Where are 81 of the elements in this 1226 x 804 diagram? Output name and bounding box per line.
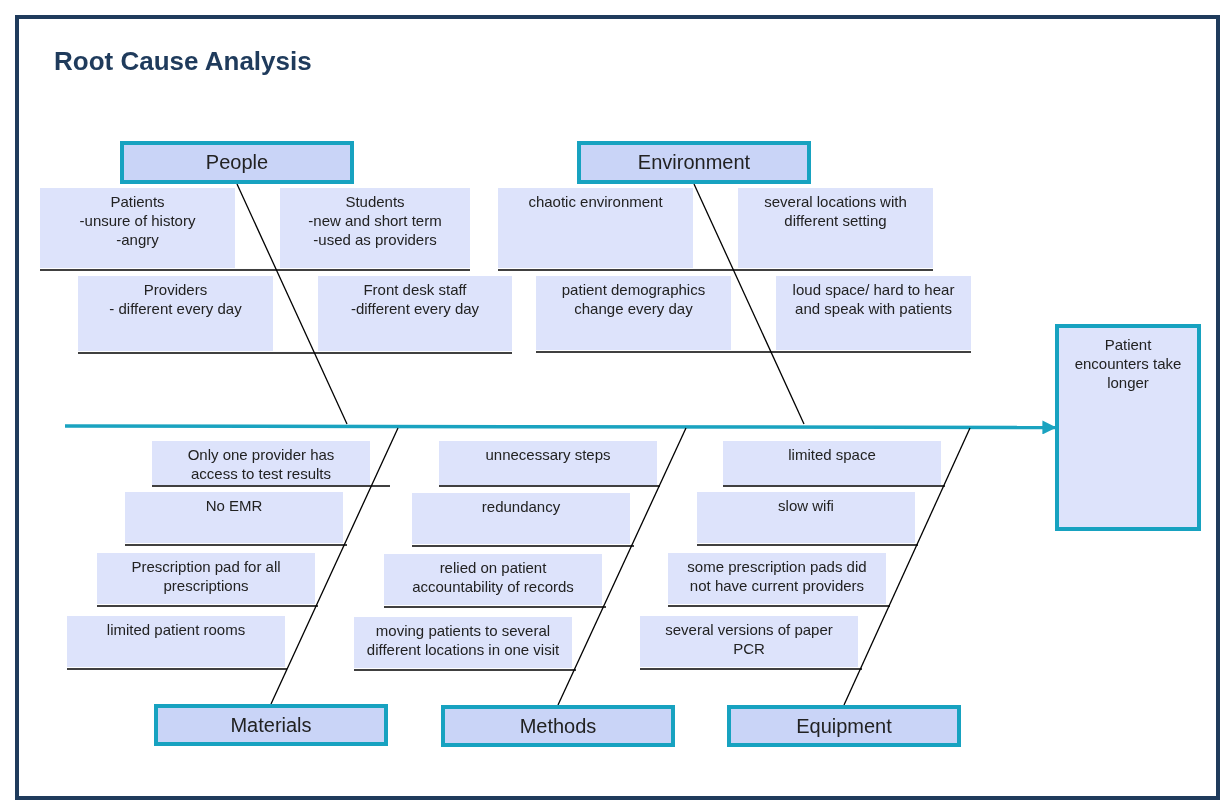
category-label: Methods: [519, 714, 597, 738]
cause-text: several locations with different setting: [763, 193, 908, 231]
cause-text: redundancy: [481, 498, 561, 517]
cause-box: [97, 553, 315, 604]
cause-text: -different every day: [350, 299, 480, 319]
category-label: People: [205, 151, 269, 174]
category-box: [577, 141, 811, 184]
cause-box: [776, 276, 971, 350]
rib-line: [39, 269, 471, 271]
rib-line: [151, 485, 391, 487]
title: Root Cause Analysis: [54, 46, 312, 77]
category-box: [154, 704, 388, 746]
cause-box: [412, 493, 630, 544]
category-box: [441, 705, 675, 747]
cause-text: -used as providers: [313, 230, 437, 250]
rib-line: [96, 605, 319, 607]
rib-line: [639, 668, 863, 670]
rib-line: [438, 485, 661, 487]
effect-text: Patient encounters take longer: [1073, 336, 1183, 393]
rib-line: [535, 351, 972, 353]
cause-text: -new and short term: [308, 211, 442, 231]
cause-text: Students: [345, 193, 405, 212]
cause-text: relied on patient accountability of records: [411, 559, 575, 597]
cause-text: Front desk staff: [363, 281, 467, 300]
category-label: Materials: [230, 713, 312, 737]
rib-line: [383, 606, 607, 608]
rib-line: [124, 544, 348, 546]
cause-box: [640, 616, 858, 667]
bone-line: [270, 427, 399, 705]
effect-box: [1055, 324, 1201, 531]
cause-text: loud space/ hard to hear and speak with patients: [791, 281, 956, 319]
cause-text: moving patients to several different locations in one visit: [365, 622, 561, 660]
cause-box: [318, 276, 512, 351]
rib-line: [66, 668, 288, 670]
rib-line: [667, 605, 891, 607]
cause-box: [78, 276, 273, 351]
cause-box: [67, 616, 285, 667]
rib-line: [411, 545, 635, 547]
cause-box: [384, 554, 602, 605]
cause-box: [439, 441, 657, 485]
cause-box: [354, 617, 572, 668]
rib-line: [497, 269, 934, 271]
cause-text: unnecessary steps: [485, 446, 611, 465]
cause-box: [125, 492, 343, 543]
cause-text: some prescription pads did not have current providers: [686, 558, 868, 596]
cause-text: Only one provider has access to test results: [186, 446, 336, 484]
bone-line: [557, 427, 687, 706]
cause-text: limited patient rooms: [106, 621, 246, 640]
rib-line: [353, 669, 577, 671]
cause-text: -unsure of history: [79, 211, 196, 231]
arrow: [65, 420, 1057, 435]
cause-text: No EMR: [205, 497, 263, 516]
rib-line: [722, 485, 946, 487]
cause-text: - different every day: [109, 299, 242, 319]
bone-line: [843, 427, 971, 706]
cause-box: [152, 441, 370, 485]
cause-box: [498, 188, 693, 268]
category-label: Environment: [637, 151, 751, 174]
rib-line: [696, 544, 919, 546]
cause-text: patient demographics change every day: [560, 281, 707, 319]
cause-text: limited space: [788, 446, 876, 465]
cause-box: [40, 188, 235, 268]
cause-box: [280, 188, 470, 268]
cause-box: [536, 276, 731, 350]
cause-text: chaotic environment: [528, 193, 663, 212]
category-box: [727, 705, 961, 747]
cause-box: [668, 553, 886, 604]
cause-box: [738, 188, 933, 268]
cause-text: several versions of paper PCR: [664, 621, 834, 659]
cause-text: -angry: [116, 230, 159, 250]
bone-line: [236, 183, 348, 425]
bone-line: [693, 183, 805, 425]
category-label: Equipment: [796, 714, 892, 738]
category-box: [120, 141, 354, 184]
cause-box: [697, 492, 915, 543]
rib-line: [77, 352, 513, 354]
cause-text: Providers: [143, 281, 208, 300]
cause-text: Patients: [110, 193, 165, 212]
cause-box: [723, 441, 941, 485]
cause-text: slow wifi: [778, 497, 834, 516]
cause-text: Prescription pad for all prescriptions: [130, 558, 282, 596]
